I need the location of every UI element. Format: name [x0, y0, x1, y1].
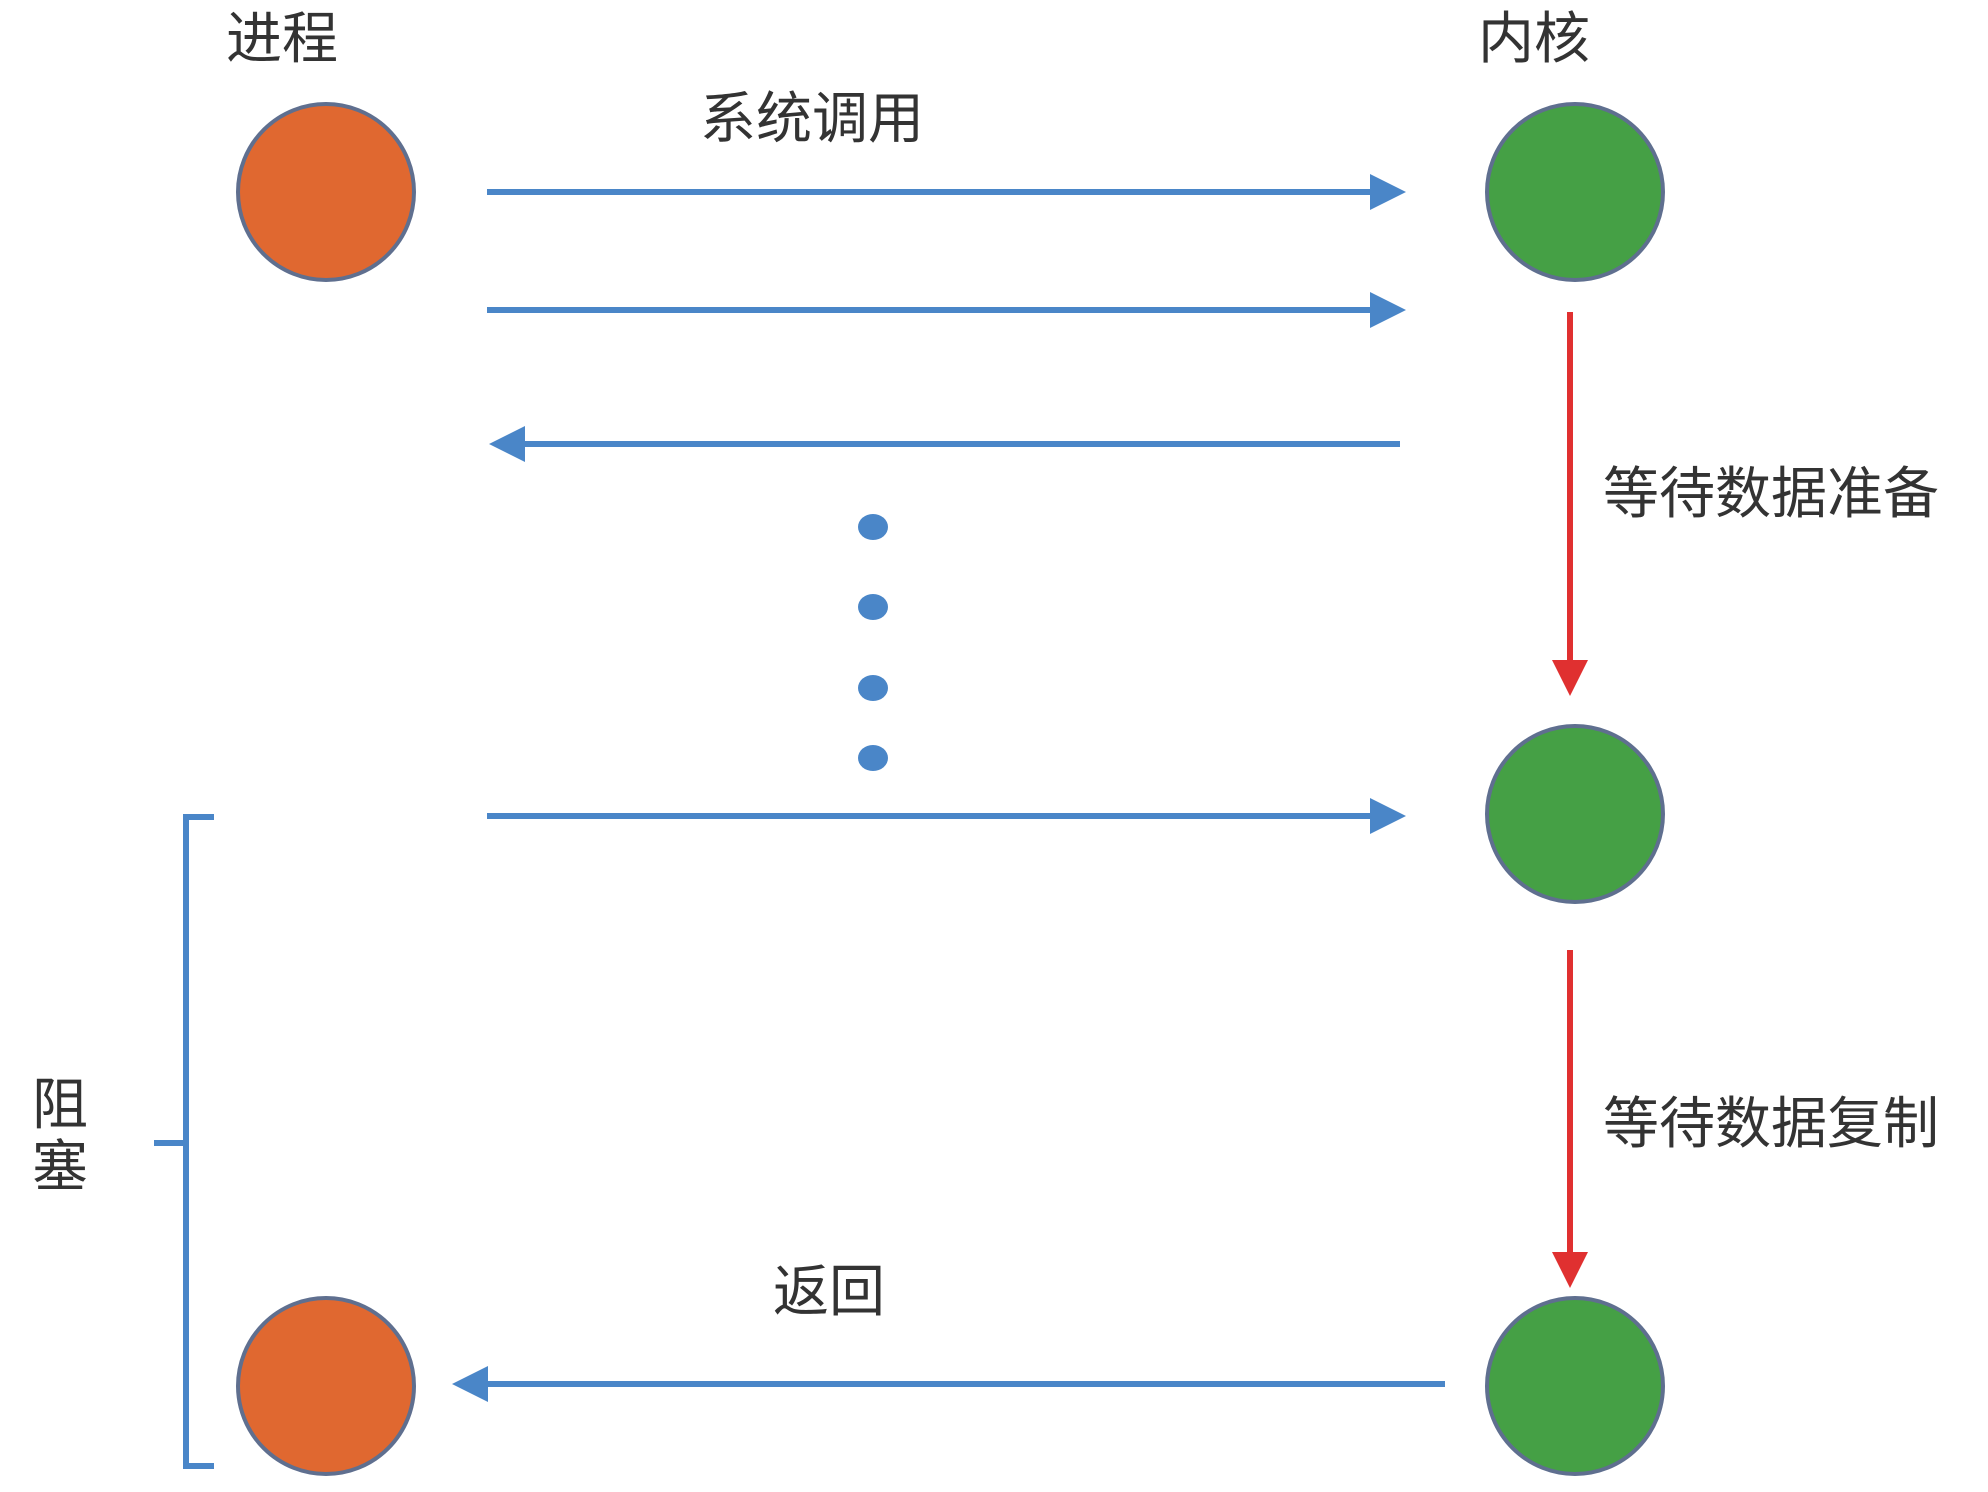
ellipsis-dot [858, 675, 888, 701]
kernel-label: 内核 [1478, 7, 1590, 72]
kernel-node-top [1485, 102, 1665, 282]
process-node-start [236, 102, 416, 282]
blocking-bracket [154, 814, 214, 1469]
system-call-label: 系统调用 [700, 87, 924, 152]
process-node-end [236, 1296, 416, 1476]
return-label: 返回 [773, 1260, 885, 1325]
wait-copy-label: 等待数据复制 [1603, 1092, 1939, 1157]
ellipsis-dot [858, 514, 888, 540]
kernel-node-ready [1485, 724, 1665, 904]
wait-ready-label: 等待数据准备 [1603, 462, 1939, 527]
ellipsis-dot [858, 745, 888, 771]
kernel-node-copied [1485, 1296, 1665, 1476]
blocked-label: 阻塞 [32, 1073, 88, 1200]
ellipsis-dot [858, 594, 888, 620]
process-label: 进程 [226, 7, 338, 72]
